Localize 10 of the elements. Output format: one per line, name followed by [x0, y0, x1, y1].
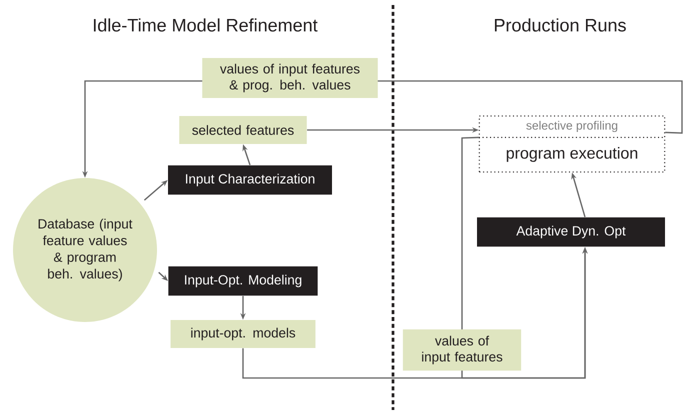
heading: Production Runs — [494, 18, 626, 32]
edge-label: values of input features — [402, 329, 522, 371]
model-box: input-opt. models — [170, 320, 316, 348]
process-box: Adaptive Dyn. Opt — [477, 217, 665, 247]
feature-box: selected features — [179, 116, 307, 144]
edge-label: values of input features & prog. beh. values — [202, 58, 378, 98]
process-box: Input Characterization — [168, 165, 332, 195]
execution-box: selective profiling program execution — [478, 115, 666, 173]
heading: Idle-Time Model Refinement — [94, 18, 318, 32]
process-box: Input-Opt. Modeling — [168, 266, 318, 296]
